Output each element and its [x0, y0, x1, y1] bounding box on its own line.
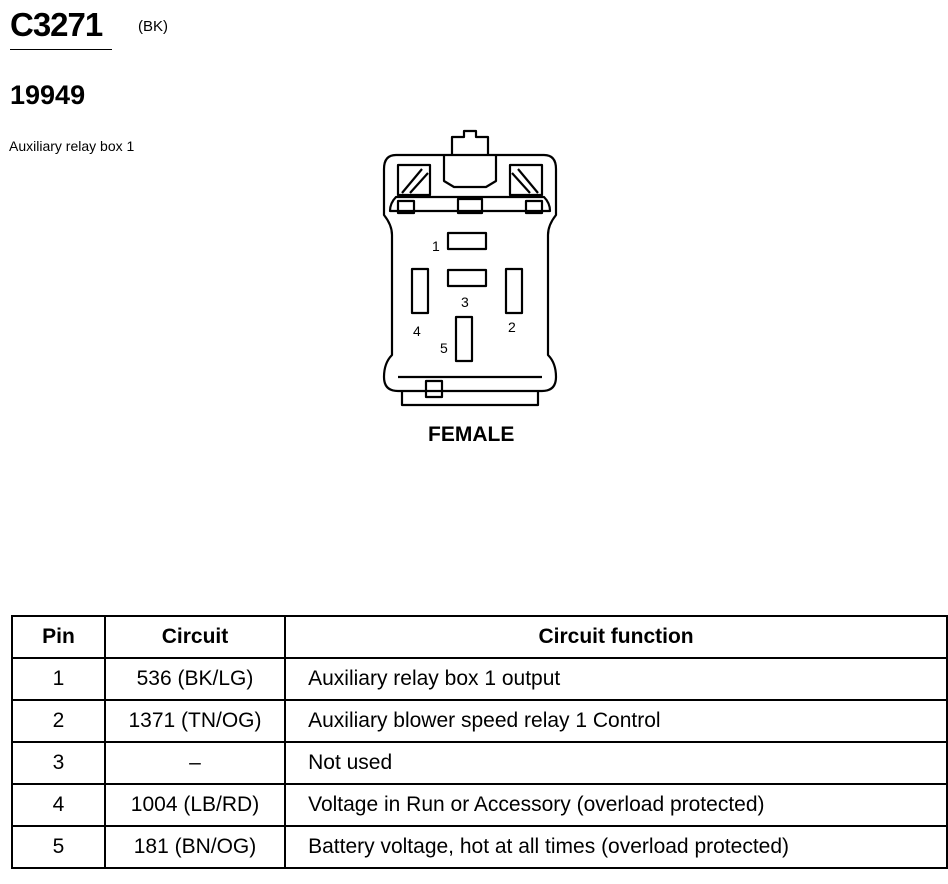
connector-id: C3271 — [10, 6, 103, 43]
cavity-label-4: 4 — [413, 323, 421, 339]
row-function: Battery voltage, hot at all times (overl… — [284, 825, 948, 869]
cavity-label-3: 3 — [461, 294, 469, 310]
connector-face-diagram: 1 3 4 2 5 — [382, 129, 558, 407]
right-lock-hatch-2 — [511, 172, 531, 194]
row-circuit: 1004 (LB/RD) — [103, 783, 287, 827]
latch-window — [456, 197, 484, 215]
row-pin: 1 — [11, 657, 106, 701]
row-pin: 4 — [11, 783, 106, 827]
table-row: 4 1004 (LB/RD) Voltage in Run or Accesso… — [11, 783, 948, 827]
header-pin: Pin — [11, 615, 106, 659]
cavity-1 — [446, 231, 488, 251]
row-pin: 2 — [11, 699, 106, 743]
housing-outline — [382, 153, 558, 393]
right-key — [524, 199, 544, 215]
latch-body — [442, 155, 498, 189]
cavity-5 — [454, 315, 474, 363]
left-lock-hatch-2 — [409, 172, 429, 194]
row-circuit: – — [103, 741, 287, 785]
table-row: 1 536 (BK/LG) Auxiliary relay box 1 outp… — [11, 657, 948, 701]
cavity-label-1: 1 — [432, 238, 440, 254]
connector-id-underline — [10, 49, 112, 50]
bottom-key — [424, 379, 444, 399]
cavity-3 — [446, 268, 488, 288]
pinout-table: Pin Circuit Circuit function 1 536 (BK/L… — [11, 615, 948, 869]
cavity-2 — [504, 267, 524, 315]
row-function: Voltage in Run or Accessory (overload pr… — [284, 783, 948, 827]
connector-color-code: (BK) — [138, 18, 168, 35]
row-pin: 5 — [11, 825, 106, 869]
connector-description: Auxiliary relay box 1 — [9, 138, 135, 154]
table-row: 3 – Not used — [11, 741, 948, 785]
part-number: 19949 — [10, 80, 86, 110]
left-lock-ramp — [396, 163, 432, 197]
cavity-label-5: 5 — [440, 340, 448, 356]
cavity-4 — [410, 267, 430, 315]
housing-top-band — [388, 195, 552, 213]
row-pin: 3 — [11, 741, 106, 785]
right-lock-hatch-1 — [517, 168, 539, 194]
left-lock-hatch-1 — [401, 168, 423, 194]
bottom-skirt — [400, 391, 540, 407]
latch-tab — [450, 129, 490, 155]
row-circuit: 1371 (TN/OG) — [103, 699, 287, 743]
right-lock-ramp — [508, 163, 544, 197]
pinout-header-row: Pin Circuit Circuit function — [11, 615, 948, 659]
connector-gender: FEMALE — [428, 423, 515, 446]
header-circuit: Circuit — [103, 615, 287, 659]
header-circuit-function: Circuit function — [284, 615, 948, 659]
row-function: Not used — [284, 741, 948, 785]
row-function: Auxiliary relay box 1 output — [284, 657, 948, 701]
cavity-label-2: 2 — [508, 319, 516, 335]
row-circuit: 181 (BN/OG) — [103, 825, 287, 869]
row-function: Auxiliary blower speed relay 1 Control — [284, 699, 948, 743]
row-circuit: 536 (BK/LG) — [103, 657, 287, 701]
table-row: 2 1371 (TN/OG) Auxiliary blower speed re… — [11, 699, 948, 743]
table-row: 5 181 (BN/OG) Battery voltage, hot at al… — [11, 825, 948, 869]
left-key — [396, 199, 416, 215]
